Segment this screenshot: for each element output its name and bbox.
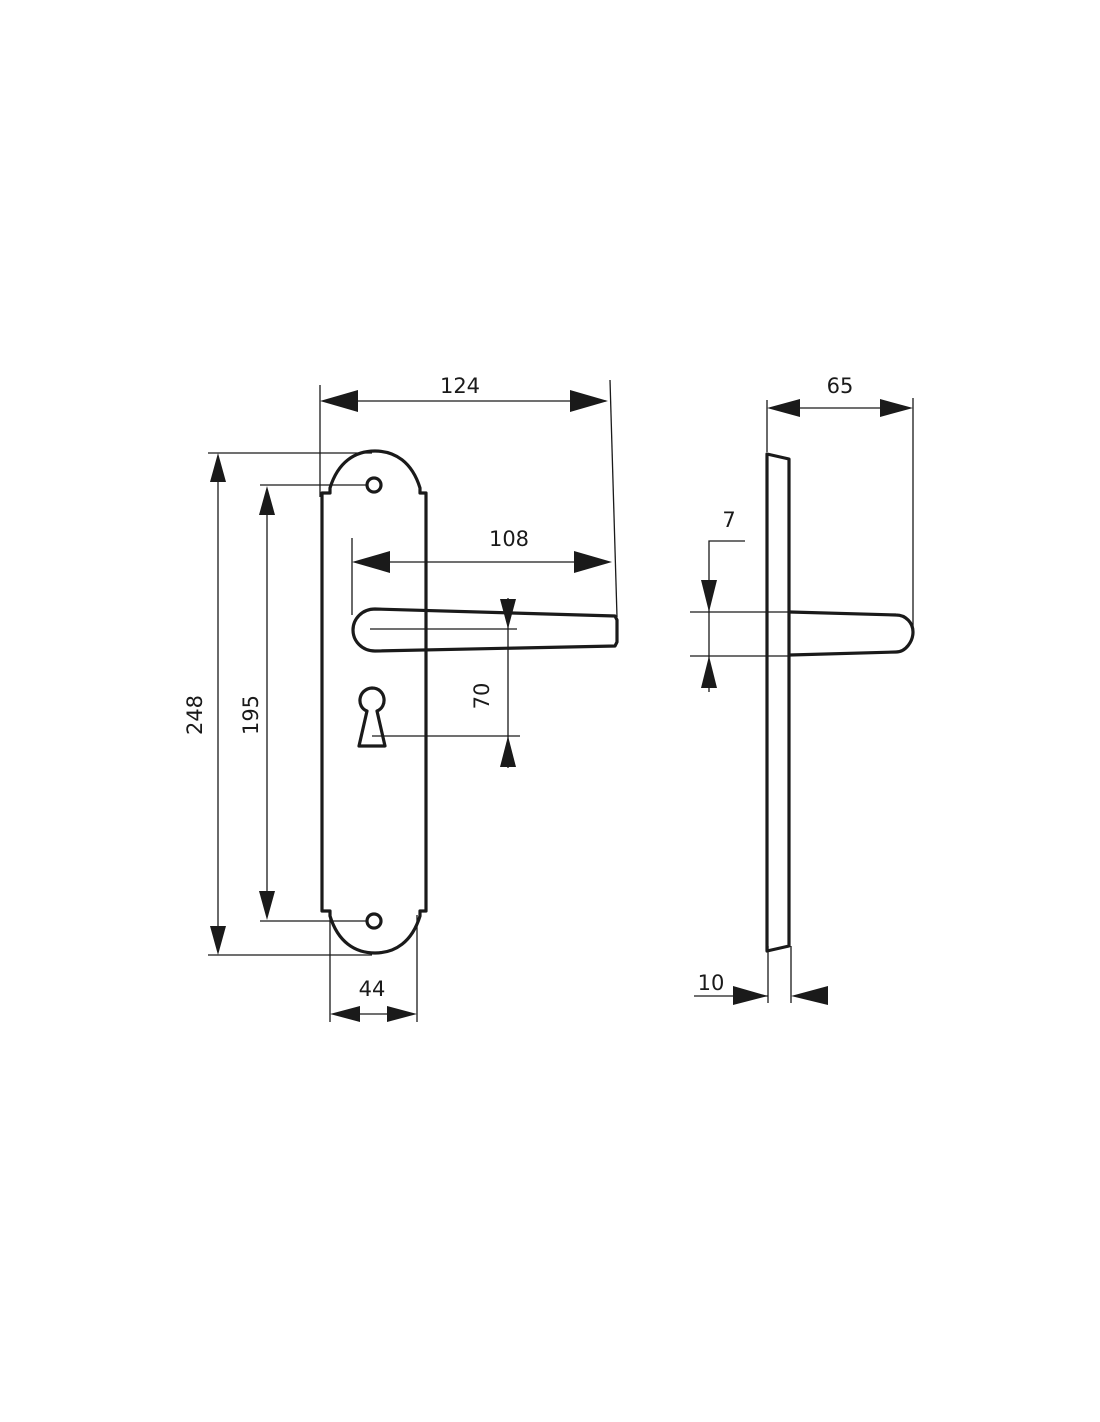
dimension-70: 70	[470, 598, 516, 768]
dim-label-248: 248	[183, 695, 207, 735]
top-screw-icon	[365, 476, 383, 494]
dim-label-70: 70	[470, 683, 494, 710]
dimension-44: 44	[329, 915, 418, 1022]
dimension-124: 124	[319, 374, 618, 618]
dim-label-108: 108	[489, 527, 529, 551]
side-handle-outline	[788, 610, 915, 657]
dimension-108: 108	[351, 527, 612, 615]
dim-label-44: 44	[359, 977, 386, 1001]
dimension-248: 248	[183, 452, 372, 956]
dim-label-195: 195	[239, 695, 263, 735]
dimension-10: 10	[694, 946, 828, 1005]
dimension-65: 65	[766, 374, 914, 630]
side-view: 65 7 10	[690, 374, 915, 1005]
dim-label-124: 124	[440, 374, 480, 398]
bottom-screw-icon	[365, 912, 383, 930]
dim-label-7: 7	[722, 508, 735, 532]
dimension-7: 7	[690, 508, 790, 692]
dim-label-65: 65	[827, 374, 854, 398]
backplate-outline	[320, 449, 428, 955]
lever-handle-outline	[351, 607, 619, 653]
keyhole-icon	[357, 686, 387, 748]
side-plate-outline	[765, 452, 791, 953]
front-view: 124 108 70 248	[183, 374, 619, 1022]
dimension-195: 195	[239, 484, 367, 922]
dim-label-10: 10	[698, 971, 725, 995]
